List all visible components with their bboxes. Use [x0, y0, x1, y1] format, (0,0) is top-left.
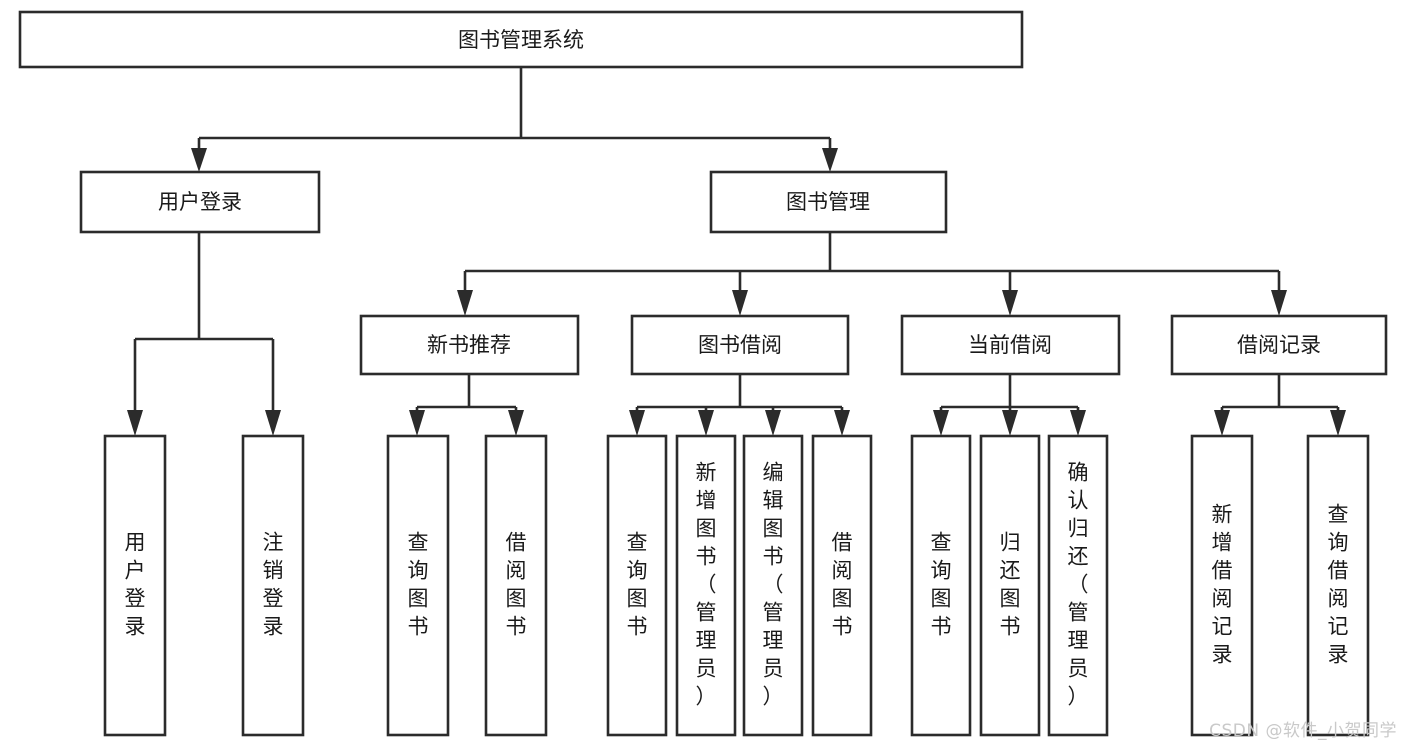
node-leaf-query-record-label: 查询借阅记录	[1328, 503, 1349, 667]
arrow-head-book-management	[822, 148, 838, 172]
node-current-borrow[interactable]: 当前借阅	[900, 314, 1121, 376]
node-leaf-confirm-return-box[interactable]	[1047, 434, 1109, 737]
arrow-head-leaf-query-book-1	[409, 410, 425, 436]
node-leaf-borrow-book-1-label: 借阅图书	[506, 531, 527, 639]
node-book-management-box[interactable]	[709, 170, 948, 234]
node-borrow-record-label: 借阅记录	[1237, 333, 1321, 357]
node-leaf-confirm-return[interactable]: 确认归还（管理员）	[1047, 434, 1109, 737]
arrow-head-leaf-borrow-book-2	[834, 410, 850, 436]
node-leaf-user-login-label: 用户登录	[125, 531, 146, 639]
arrow-head-leaf-borrow-book-1	[508, 410, 524, 436]
node-new-book-recommend[interactable]: 新书推荐	[359, 314, 580, 376]
arrow-head-leaf-query-book-2	[629, 410, 645, 436]
node-leaf-query-book-2-label: 查询图书	[627, 531, 648, 639]
node-new-book-recommend-box[interactable]	[359, 314, 580, 376]
node-leaf-user-login[interactable]: 用户登录	[103, 434, 167, 737]
arrow-head-leaf-query-record	[1330, 410, 1346, 436]
node-leaf-borrow-book-1-box[interactable]	[484, 434, 548, 737]
node-user-login-box[interactable]	[79, 170, 321, 234]
node-leaf-borrow-book-2-box[interactable]	[811, 434, 873, 737]
node-user-login-label: 用户登录	[158, 190, 242, 214]
node-book-management[interactable]: 图书管理	[709, 170, 948, 234]
node-leaf-return-book-box[interactable]	[979, 434, 1041, 737]
node-leaf-user-login-box[interactable]	[103, 434, 167, 737]
node-leaf-confirm-return-label: 确认归还（管理员）	[1068, 461, 1089, 709]
node-leaf-edit-book[interactable]: 编辑图书（管理员）	[742, 434, 804, 737]
node-leaf-return-book-label: 归还图书	[1000, 531, 1021, 639]
node-leaf-borrow-book-2[interactable]: 借阅图书	[811, 434, 873, 737]
arrow-head-current-borrow	[1002, 290, 1018, 316]
arrow-head-leaf-add-record	[1214, 410, 1230, 436]
arrow-head-borrow-record	[1271, 290, 1287, 316]
node-new-book-recommend-label: 新书推荐	[427, 333, 511, 357]
node-leaf-user-logout-box[interactable]	[241, 434, 305, 737]
node-leaf-query-book-1-label: 查询图书	[408, 531, 429, 639]
node-leaf-query-book-3-label: 查询图书	[931, 531, 952, 639]
node-borrow-record[interactable]: 借阅记录	[1170, 314, 1388, 376]
node-leaf-query-book-2-box[interactable]	[606, 434, 668, 737]
node-leaf-add-book-box[interactable]	[675, 434, 737, 737]
node-leaf-add-record-box[interactable]	[1190, 434, 1254, 737]
connector-layer	[127, 67, 1346, 436]
node-leaf-borrow-book-1[interactable]: 借阅图书	[484, 434, 548, 737]
node-leaf-add-record-label: 新增借阅记录	[1212, 503, 1233, 667]
node-leaf-query-book-1[interactable]: 查询图书	[386, 434, 450, 737]
arrow-head-leaf-query-book-3	[933, 410, 949, 436]
node-leaf-add-book[interactable]: 新增图书（管理员）	[675, 434, 737, 737]
node-book-borrow-label: 图书借阅	[698, 333, 782, 357]
arrow-head-new-book-recommend	[457, 290, 473, 316]
node-leaf-user-logout[interactable]: 注销登录	[241, 434, 305, 737]
arrow-head-leaf-user-login	[127, 410, 143, 436]
arrow-head-user-login	[191, 148, 207, 172]
arrow-head-leaf-edit-book	[765, 410, 781, 436]
node-leaf-edit-book-box[interactable]	[742, 434, 804, 737]
node-book-borrow[interactable]: 图书借阅	[630, 314, 850, 376]
arrow-head-leaf-user-logout	[265, 410, 281, 436]
node-leaf-return-book[interactable]: 归还图书	[979, 434, 1041, 737]
node-root[interactable]: 图书管理系统	[18, 10, 1024, 69]
node-leaf-add-record[interactable]: 新增借阅记录	[1190, 434, 1254, 737]
node-user-login[interactable]: 用户登录	[79, 170, 321, 234]
node-leaf-query-book-2[interactable]: 查询图书	[606, 434, 668, 737]
arrow-head-leaf-add-book	[698, 410, 714, 436]
node-leaf-query-book-1-box[interactable]	[386, 434, 450, 737]
arrow-head-book-borrow	[732, 290, 748, 316]
node-leaf-user-logout-label: 注销登录	[263, 531, 284, 639]
node-current-borrow-label: 当前借阅	[968, 333, 1052, 357]
arrow-head-leaf-confirm-return	[1070, 410, 1086, 436]
node-leaf-query-record[interactable]: 查询借阅记录	[1306, 434, 1370, 737]
node-leaf-query-book-3-box[interactable]	[910, 434, 972, 737]
node-borrow-record-box[interactable]	[1170, 314, 1388, 376]
node-leaf-borrow-book-2-label: 借阅图书	[832, 531, 853, 639]
node-leaf-query-book-3[interactable]: 查询图书	[910, 434, 972, 737]
node-leaf-edit-book-label: 编辑图书（管理员）	[763, 461, 784, 709]
node-root-box[interactable]	[18, 10, 1024, 69]
node-book-management-label: 图书管理	[786, 190, 870, 214]
arrow-head-leaf-return-book	[1002, 410, 1018, 436]
node-book-borrow-box[interactable]	[630, 314, 850, 376]
node-current-borrow-box[interactable]	[900, 314, 1121, 376]
node-leaf-add-book-label: 新增图书（管理员）	[696, 461, 717, 709]
node-root-label: 图书管理系统	[458, 28, 584, 52]
node-leaf-query-record-box[interactable]	[1306, 434, 1370, 737]
